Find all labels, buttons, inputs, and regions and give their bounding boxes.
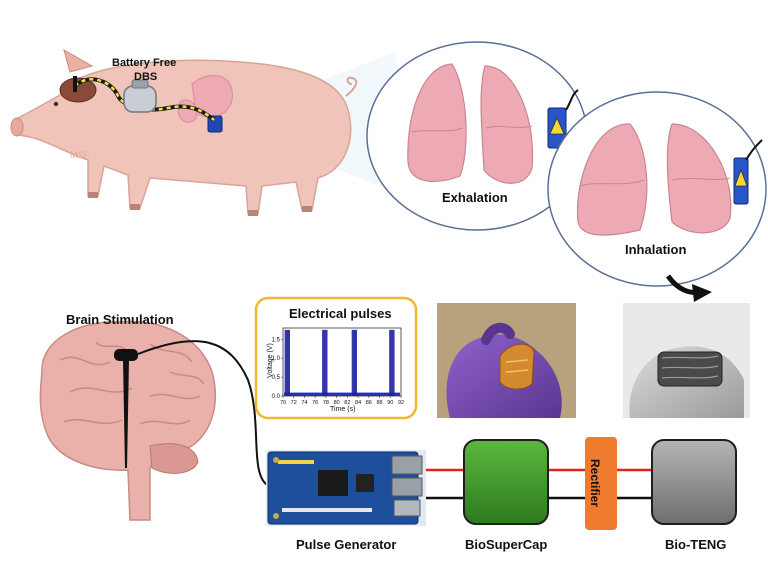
- biosupercap-label: BioSuperCap: [465, 537, 548, 552]
- lung-left: [576, 123, 648, 236]
- pulses-ytick-label: 0.0: [272, 394, 281, 400]
- lung-fissure: [411, 127, 463, 133]
- pulses-xlabel: Time (s): [330, 406, 356, 413]
- pulses-xtick-label: 72: [291, 400, 297, 406]
- pig-lung: [177, 99, 198, 123]
- pulse-generator-label: Pulse Generator: [296, 537, 397, 552]
- board-port: [391, 455, 423, 475]
- pulses-panel: 0.0 0.5 1.0 1.5 70 72 74 76 78 80 82 84 86 88 90 92: [254, 296, 418, 420]
- teng-warning-icon: [549, 117, 565, 135]
- pulses-title: Electrical pulses: [289, 306, 392, 321]
- board-port: [393, 499, 421, 517]
- board-hole: [273, 457, 279, 463]
- pulses-xtick-label: 76: [312, 400, 318, 406]
- pulses-baseline: [284, 392, 400, 396]
- bio-teng-label: Bio-TENG: [665, 537, 727, 552]
- device-label-line1: Battery Free: [112, 57, 177, 69]
- pig-tail: [345, 76, 358, 97]
- pig-ear: [63, 48, 94, 73]
- pig-hoof: [130, 204, 140, 210]
- lung-fissure: [671, 177, 731, 181]
- exhalation-label: Exhalation: [442, 190, 508, 205]
- exhalation-panel: [366, 41, 588, 231]
- pulses-ytick-label: 0.5: [272, 375, 281, 381]
- brain-gyri: [59, 341, 205, 425]
- pig-hoof: [88, 192, 98, 198]
- pig-lung: [191, 75, 233, 118]
- pulses-ytick-label: 1.0: [272, 356, 281, 362]
- dbs-device: [123, 85, 157, 113]
- pig-brain: [59, 77, 97, 103]
- pulses-xtick-label: 70: [280, 400, 286, 406]
- sample-sheen: [661, 355, 719, 379]
- lung-fissure: [579, 179, 645, 187]
- brain-stimulation-title: Brain Stimulation: [66, 312, 174, 327]
- pulses-plot-area: [282, 327, 402, 397]
- curved-arrow-head: [692, 284, 712, 302]
- rectifier-block: [585, 437, 617, 530]
- board-header: [282, 508, 372, 512]
- pulses-marks: 0.0 0.5 1.0 1.5 70 72 74 76 78 80 82 84 86 88 90 92: [272, 329, 404, 406]
- pulses-xtick-label: 80: [334, 400, 340, 406]
- circuit: [266, 437, 737, 530]
- board-hole: [273, 513, 279, 519]
- pig-hoof: [302, 206, 312, 212]
- pulses-xtick-label: 92: [398, 400, 404, 406]
- pig-watermark: MSF: [70, 150, 90, 160]
- pulses-xtick-label: 82: [344, 400, 350, 406]
- pulses-xtick-label: 86: [366, 400, 372, 406]
- lung-left: [407, 63, 467, 182]
- pulses-xtick-label: 74: [301, 400, 307, 406]
- brain-electrode-lead: [123, 360, 129, 468]
- biosupercap-block: [463, 439, 549, 525]
- teng-photo: [623, 303, 750, 418]
- glove-photo: [437, 303, 576, 418]
- pig-electrode: [73, 76, 77, 92]
- pig-hoof: [248, 210, 258, 216]
- dbs-device-header: [131, 79, 149, 89]
- lung-right: [480, 65, 534, 184]
- teng-wire: [565, 89, 579, 111]
- board-chip: [356, 474, 374, 492]
- inhalation-label: Inhalation: [625, 242, 687, 257]
- inhalation-panel: [547, 91, 767, 287]
- sample-sheen: [505, 359, 529, 373]
- pulses-ylabel: Voltage (V): [266, 343, 274, 378]
- brain-electrode-cap: [114, 349, 138, 361]
- cerebellum: [149, 443, 199, 474]
- pulses-ytick-label: 1.5: [272, 337, 281, 343]
- pulses-xtick-label: 84: [355, 400, 361, 406]
- board-header: [278, 460, 314, 464]
- teng-wire: [745, 139, 763, 161]
- pig-snout: [10, 117, 24, 137]
- biosupercap-sample: [499, 343, 535, 390]
- teng-warning-icon: [734, 168, 748, 187]
- glove-finger: [481, 322, 515, 345]
- rectifier-label: Rectifier: [588, 458, 603, 508]
- board-chip: [318, 470, 348, 496]
- pulses-xtick-label: 88: [376, 400, 382, 406]
- pig-eye: [53, 101, 59, 107]
- device-label-line2: DBS: [134, 71, 158, 83]
- bio-teng-block: [651, 439, 737, 525]
- pulses-xtick-label: 90: [387, 400, 393, 406]
- pig-illustration: MSF: [10, 48, 358, 216]
- pulses-xtick-label: 78: [323, 400, 329, 406]
- board-port: [391, 477, 423, 497]
- lung-fissure: [485, 125, 533, 129]
